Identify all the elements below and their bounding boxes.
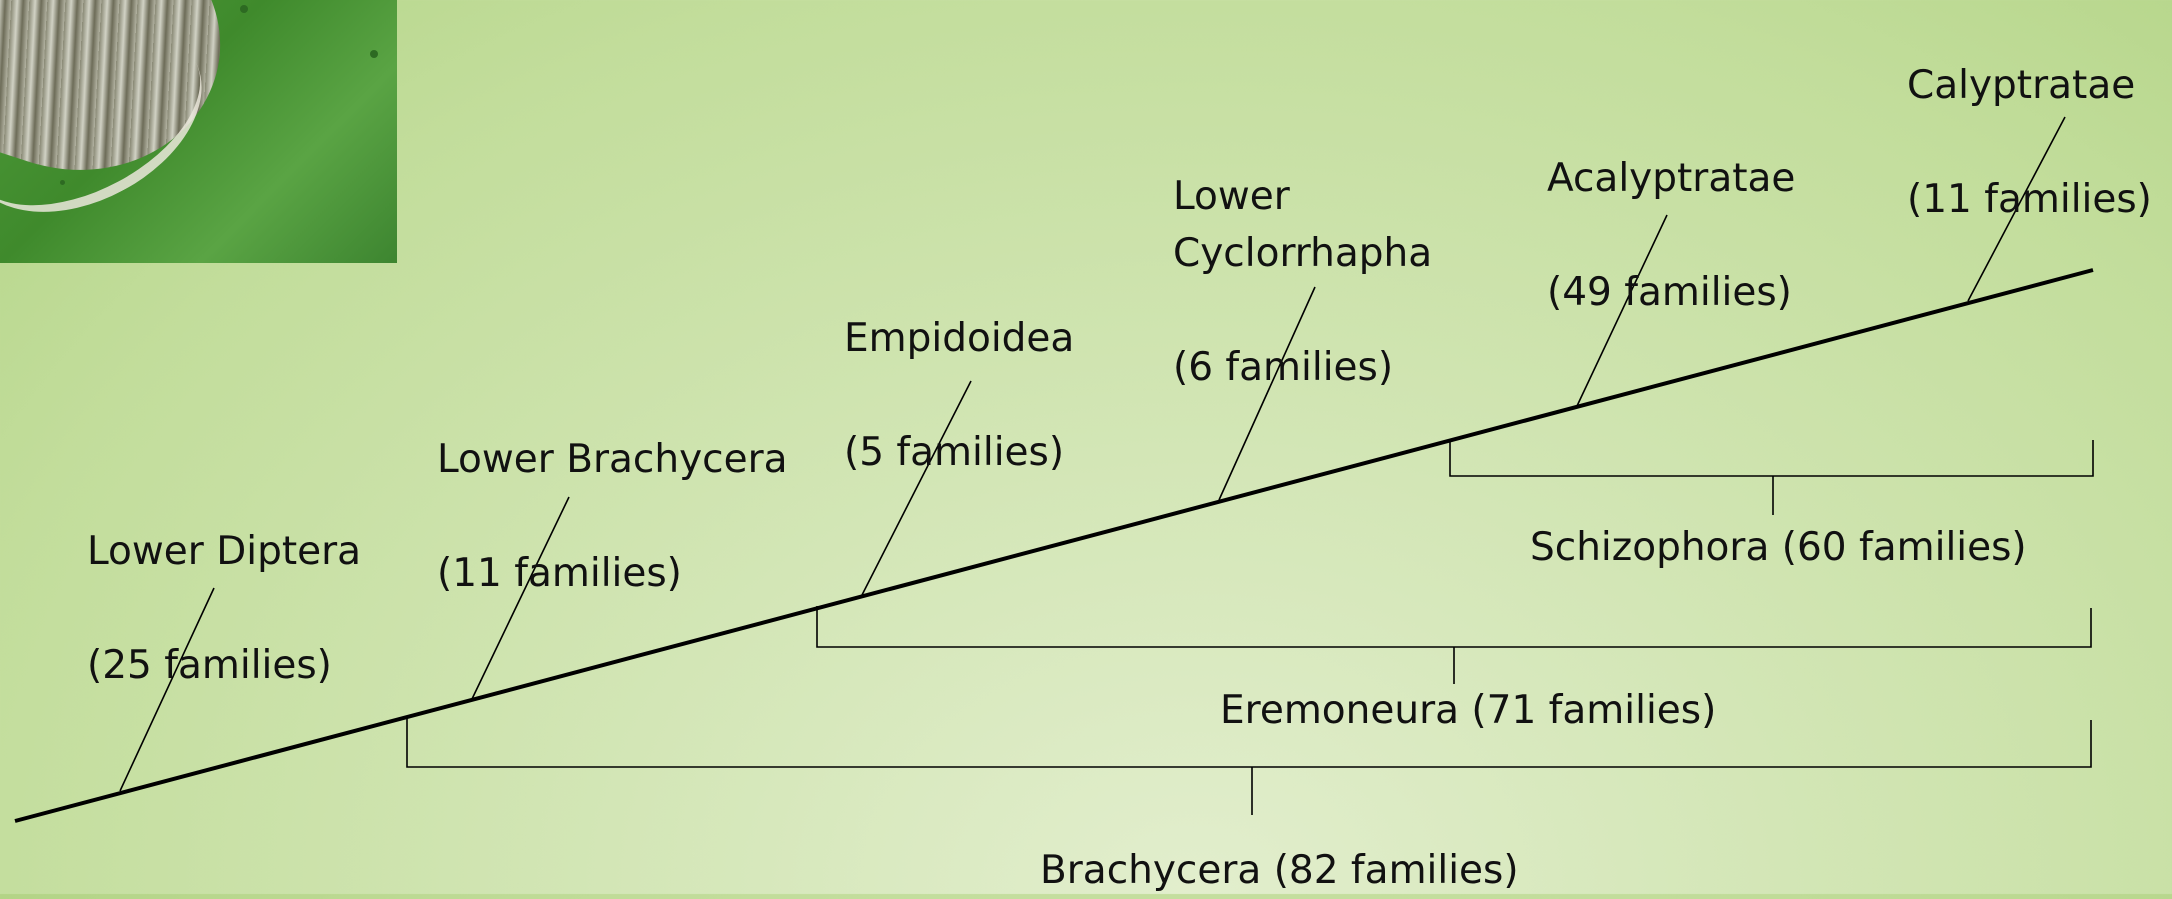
bracket-schizophora bbox=[1450, 440, 2093, 476]
clade-label-acalyptratae: Acalyptratae (49 families) bbox=[1547, 93, 1795, 378]
group-label-eremoneura: Eremoneura (71 families) bbox=[1220, 682, 1716, 739]
clade-name: Acalyptratae bbox=[1547, 150, 1795, 207]
clade-count: (5 families) bbox=[844, 424, 1074, 481]
clade-count: (49 families) bbox=[1547, 264, 1795, 321]
clade-count: (6 families) bbox=[1173, 339, 1432, 396]
clade-label-lower-cyclorrhapha: Lower Cyclorrhapha (6 families) bbox=[1173, 111, 1432, 453]
clade-count: (11 families) bbox=[437, 545, 788, 602]
bracket-eremoneura bbox=[817, 606, 2091, 647]
clade-name: Empidoidea bbox=[844, 310, 1074, 367]
group-label-schizophora: Schizophora (60 families) bbox=[1530, 519, 2027, 576]
clade-name: Calyptratae bbox=[1907, 57, 2152, 114]
clade-label-lower-diptera: Lower Diptera (25 families) bbox=[87, 466, 361, 751]
group-label-brachycera: Brachycera (82 families) bbox=[1040, 842, 1519, 899]
clade-count: (25 families) bbox=[87, 637, 361, 694]
clade-name: Lower Diptera bbox=[87, 523, 361, 580]
clade-label-empidoidea: Empidoidea (5 families) bbox=[844, 253, 1074, 538]
clade-label-lower-brachycera: Lower Brachycera (11 families) bbox=[437, 374, 788, 659]
clade-label-calyptratae: Calyptratae (11 families) bbox=[1907, 0, 2152, 285]
clade-count: (11 families) bbox=[1907, 171, 2152, 228]
clade-name: Lower Cyclorrhapha bbox=[1173, 168, 1432, 282]
clade-name: Lower Brachycera bbox=[437, 431, 788, 488]
